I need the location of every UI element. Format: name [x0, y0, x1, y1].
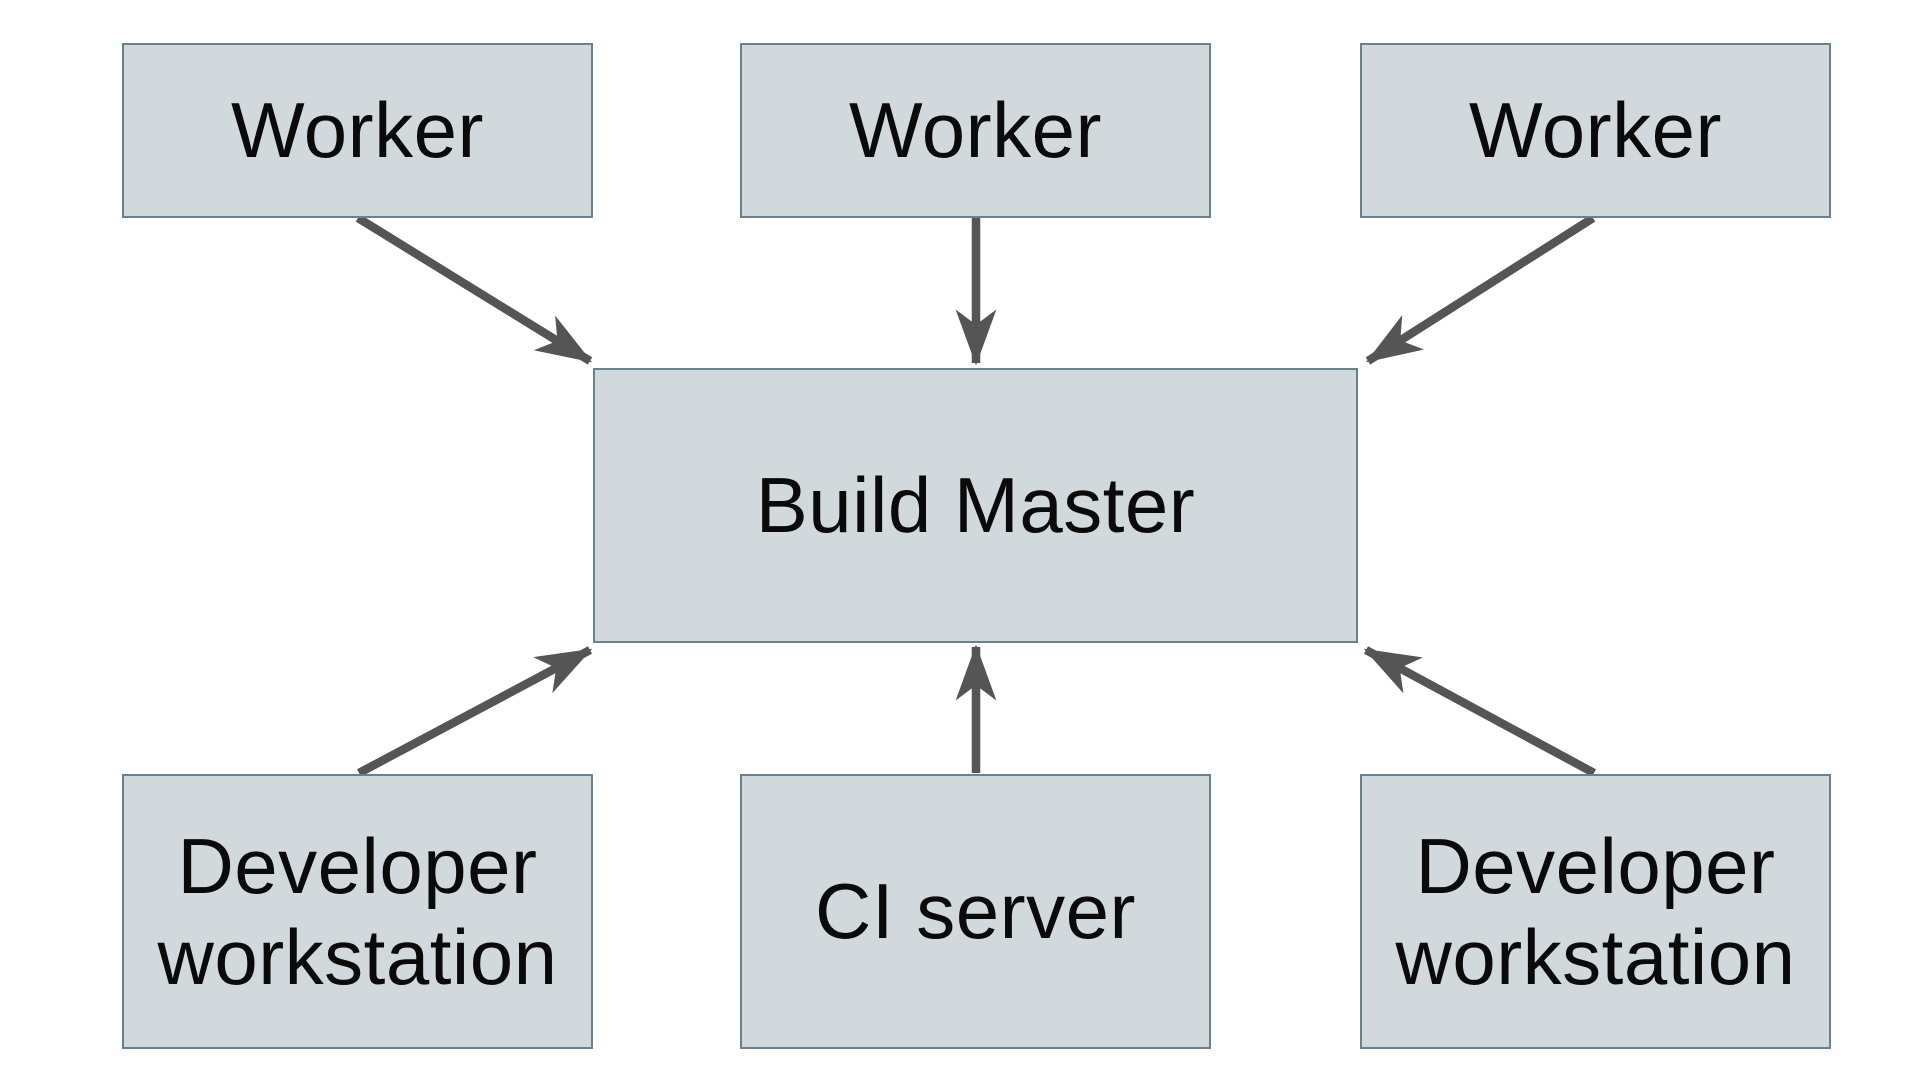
edge-worker-1-to-build-master: [355, 214, 593, 365]
node-worker-3: Worker: [1360, 43, 1831, 218]
node-developer-workstation-2: Developer workstation: [1360, 774, 1831, 1049]
node-developer-workstation-1-label: Developer workstation: [157, 822, 558, 1001]
node-ci-server: CI server: [740, 774, 1211, 1049]
edge-developer-workstation-2-to-build-master: [1363, 646, 1597, 777]
node-build-master: Build Master: [593, 368, 1358, 643]
node-developer-workstation-1: Developer workstation: [122, 774, 593, 1049]
node-developer-workstation-2-label: Developer workstation: [1395, 822, 1796, 1001]
node-worker-1: Worker: [122, 43, 593, 218]
node-worker-2-label: Worker: [849, 86, 1102, 175]
node-worker-3-label: Worker: [1469, 86, 1722, 175]
node-worker-1-label: Worker: [231, 86, 484, 175]
edge-developer-workstation-1-to-build-master: [357, 646, 593, 777]
edge-worker-3-to-build-master: [1365, 214, 1596, 365]
node-ci-server-label: CI server: [815, 867, 1136, 956]
node-worker-2: Worker: [740, 43, 1211, 218]
node-build-master-label: Build Master: [755, 461, 1196, 550]
